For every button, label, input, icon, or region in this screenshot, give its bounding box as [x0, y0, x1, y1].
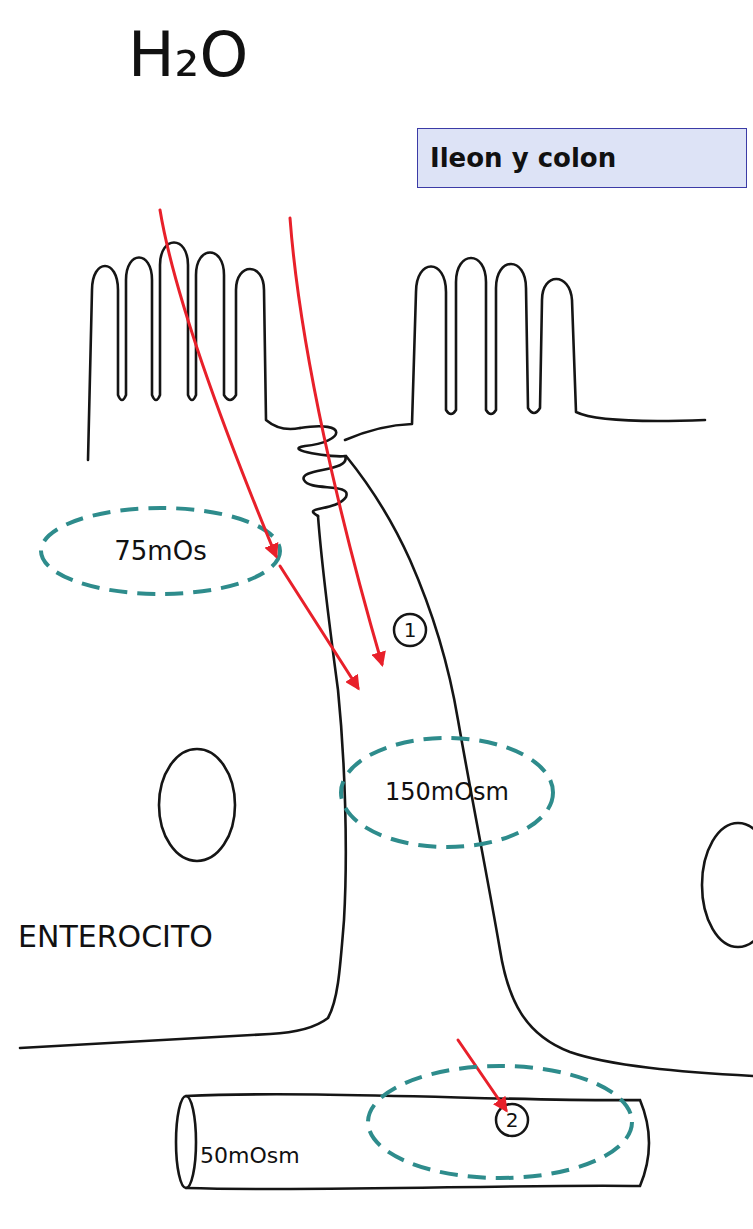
osmolarity-value: 150mOsm	[385, 779, 509, 805]
nucleus	[159, 749, 235, 861]
dashed-ellipse	[41, 508, 280, 594]
water-flow-arrow	[280, 566, 358, 688]
cell-label: ENTEROCITO	[18, 922, 213, 952]
osmolarity-ellipse: 150mOsm	[338, 735, 556, 850]
tight-junction	[299, 426, 347, 516]
vessel-wall	[186, 1094, 649, 1189]
cell-membrane	[346, 456, 753, 1076]
callout-ring	[496, 1104, 528, 1136]
callout-number: 1	[404, 619, 417, 641]
blood-vessel: 50mOsm 2	[172, 1088, 654, 1196]
villi-outline	[88, 243, 300, 461]
osmolarity-ellipse: 75mOs	[38, 505, 283, 597]
callout-circle: 2	[494, 1102, 530, 1138]
villi-outline	[345, 258, 705, 440]
highlight-ellipse	[368, 1066, 632, 1178]
cell-membrane	[20, 516, 346, 1048]
osmolarity-value: 50mOsm	[200, 1144, 300, 1168]
vessel-opening	[176, 1096, 196, 1188]
blood-vessel-outline	[172, 1088, 654, 1196]
dashed-ellipse	[341, 738, 553, 847]
water-label: H₂O	[128, 24, 248, 86]
title-box: Ileon y colon	[417, 128, 747, 188]
callout-ring	[394, 614, 426, 646]
osmolarity-value: 75mOs	[114, 537, 206, 566]
title: Ileon y colon	[430, 143, 616, 173]
water-flow-arrow	[160, 210, 276, 556]
nucleus	[702, 823, 753, 947]
water-flow-arrow	[290, 218, 382, 664]
callout-number: 2	[506, 1109, 519, 1131]
callout-circle: 1	[392, 612, 428, 648]
